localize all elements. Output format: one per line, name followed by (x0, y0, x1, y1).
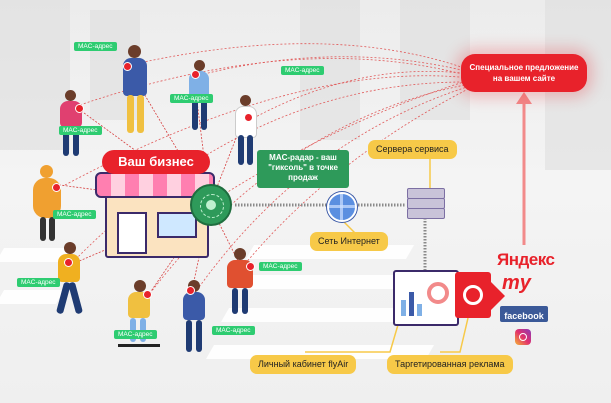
server-icon (407, 188, 445, 219)
globe-icon (327, 192, 357, 222)
special-offer-badge: Специальное предложение на вашем сайте (461, 54, 587, 92)
your-business-label: Ваш бизнес (118, 154, 194, 169)
mac-address-tag: MAC-адрес (53, 210, 96, 219)
yandex-logo: Яндекс (497, 250, 555, 269)
red-dotted-link (199, 56, 471, 76)
person-figure (178, 280, 210, 355)
person-figure (222, 248, 258, 316)
targeted-ads-label: Таргетированная реклама (387, 355, 513, 374)
dashboard-screen (393, 270, 459, 326)
red-dotted-link (249, 70, 471, 121)
mac-address-tag: MAC-адрес (114, 330, 157, 339)
person-figure (232, 95, 260, 170)
background-building (0, 0, 70, 150)
person-figure (118, 45, 154, 140)
mytarget-logo: my (502, 272, 531, 294)
mac-radar-device (190, 184, 232, 226)
internet-label: Сеть Интернет (310, 232, 388, 251)
cabinet-label: Личный кабинет flyAir (250, 355, 357, 374)
servers-label: Сервера сервиса (368, 140, 457, 159)
person-figure (52, 242, 92, 317)
mac-address-tag: MAC-адрес (212, 326, 255, 335)
targeting-panel (455, 272, 491, 318)
mac-radar-caption: MAC-радар - ваш "гиксоль" в точке продаж (257, 150, 349, 188)
mac-address-tag: MAC-адрес (74, 42, 117, 51)
person-figure (185, 60, 215, 135)
mac-address-tag: MAC-адрес (17, 278, 60, 287)
mac-address-tag: MAC-адрес (281, 66, 324, 75)
mac-address-tag: MAC-адрес (259, 262, 302, 271)
facebook-logo: facebook (500, 306, 548, 322)
red-dotted-link (214, 79, 471, 201)
red-dotted-link (239, 87, 471, 271)
mac-address-tag: MAC-адрес (170, 94, 213, 103)
red-dotted-link (129, 43, 471, 71)
mac-address-tag: MAC-адрес (59, 126, 102, 135)
person-figure (55, 90, 87, 160)
arrow-right-icon (491, 282, 505, 310)
person-figure (30, 165, 64, 245)
person-figure (118, 280, 163, 355)
your-business-badge: Ваш бизнес (102, 150, 210, 174)
instagram-icon (515, 329, 531, 345)
